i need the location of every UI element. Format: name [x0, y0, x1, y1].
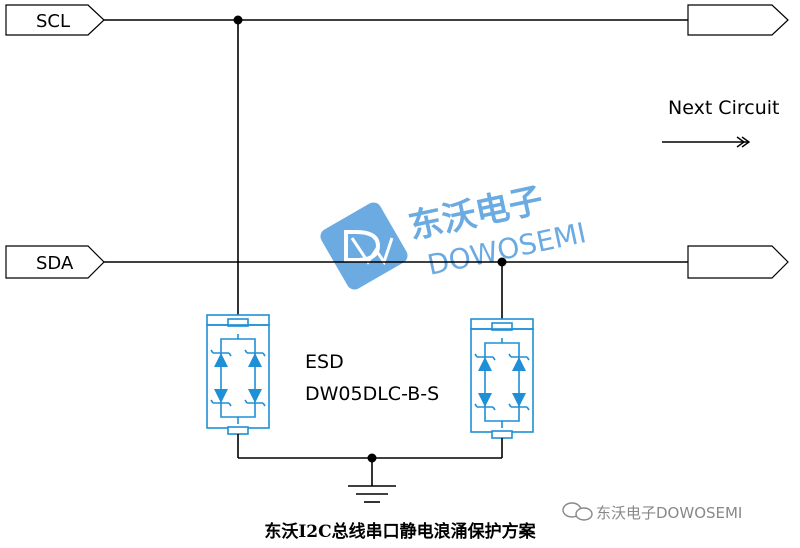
sda-output-port [687, 245, 789, 279]
esd-device-right [470, 318, 534, 439]
sda-label: SDA [36, 253, 74, 274]
ground-net [237, 434, 503, 486]
scl-net: SCL [5, 4, 789, 318]
footer-caption: 东沃I2C总线串口静电浪涌保护方案 [264, 521, 536, 542]
ground-icon [348, 485, 396, 503]
scl-output-port [687, 4, 789, 36]
watermark-logo [320, 202, 408, 290]
sda-input-port [5, 245, 105, 279]
scl-label: SCL [36, 11, 70, 32]
footer-account: 东沃电子DOWOSEMI [596, 504, 742, 522]
esd-label: ESD [305, 351, 344, 373]
sda-net: SDA [5, 245, 789, 322]
esd-part-number: DW05DLC-B-S [305, 383, 439, 405]
wechat-icon [562, 502, 593, 521]
arrow-icon [662, 136, 751, 148]
esd-device-left [206, 314, 270, 435]
scl-input-port [5, 4, 105, 36]
next-circuit-label: Next Circuit [668, 97, 779, 119]
